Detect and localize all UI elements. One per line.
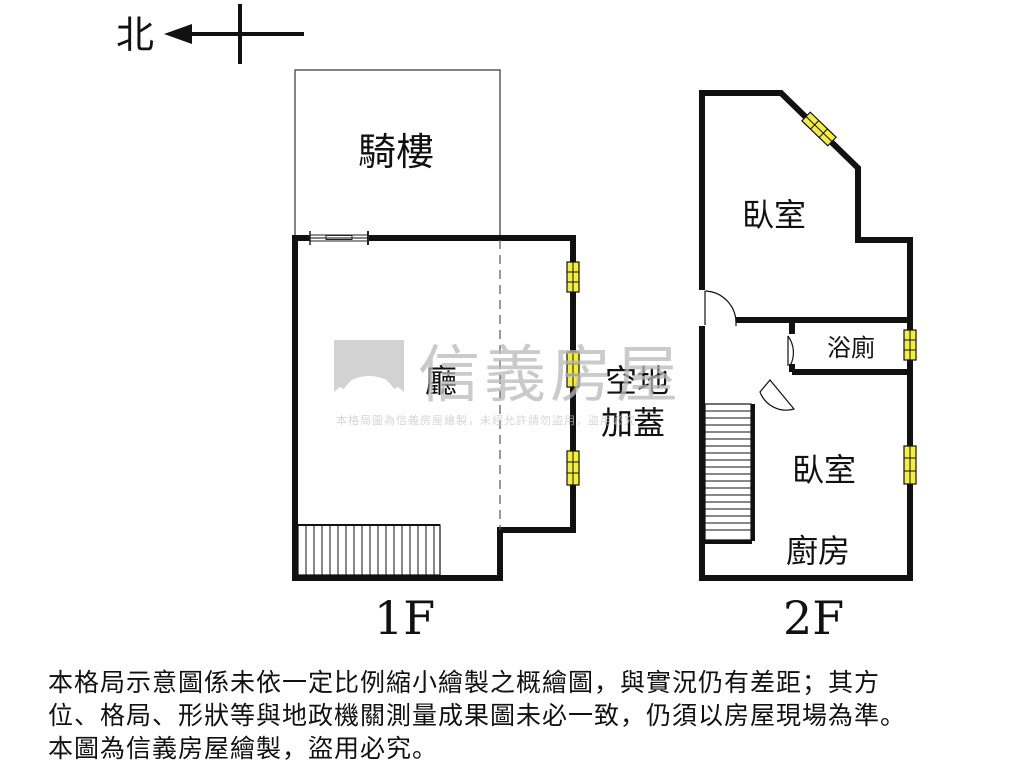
- floor-1f-label: 1F: [374, 591, 435, 645]
- door-2f-entry: [704, 290, 737, 326]
- disclaimer-line-1: 本格局示意圖係未依一定比例縮小繪製之概繪圖，與實況仍有差距；其方: [48, 668, 881, 697]
- door-2f-bathroom: [787, 335, 794, 367]
- floor-2f-label: 2F: [783, 591, 844, 645]
- compass: 北: [116, 4, 304, 64]
- kitchen-label: 廚房: [786, 532, 850, 570]
- disclaimer-line-3: 本圖為信義房屋繪製，盜用必究。: [48, 734, 439, 763]
- living-room-label: 廳: [425, 362, 457, 400]
- watermark-logo: [334, 340, 404, 402]
- window-2f-diagonal: [801, 111, 837, 147]
- floor-2f-walls: [699, 90, 913, 581]
- watermark: 信義房屋 本格局圖為信義房屋繪製，未經允許請勿盜用，盜用必究: [334, 338, 682, 427]
- watermark-notice: 本格局圖為信義房屋繪製，未經允許請勿盜用，盜用必究: [336, 413, 636, 427]
- floor-1f: 騎樓: [292, 69, 669, 645]
- bathroom-label: 浴廁: [827, 334, 875, 362]
- window-1f-bottom: [566, 450, 580, 486]
- arcade-label: 騎樓: [358, 130, 434, 174]
- stairs-1f: [297, 524, 441, 576]
- disclaimer: 本格局示意圖係未依一定比例縮小繪製之概繪圖，與實況仍有差距；其方 位、格局、形狀…: [48, 666, 988, 765]
- floor-2f-interior-walls: [702, 317, 910, 544]
- bedroom-lower-label: 臥室: [792, 451, 856, 489]
- watermark-brand: 信義房屋: [418, 338, 682, 411]
- floor-2f: 臥室 浴廁 臥室 廚房 2F: [699, 90, 917, 645]
- disclaimer-line-2: 位、格局、形狀等與地政機關測量成果圖未必一致，仍須以房屋現場為準。: [48, 701, 907, 730]
- north-label: 北: [116, 13, 154, 57]
- window-2f-bedroom: [903, 445, 917, 485]
- window-2f-bathroom: [903, 329, 917, 361]
- sliding-door: [309, 231, 369, 245]
- addition-label-line2: 加蓋: [601, 404, 665, 442]
- addition-label-line1: 空地: [605, 362, 669, 400]
- north-arrow-head: [164, 24, 192, 44]
- door-2f-bedroom: [759, 379, 796, 411]
- window-1f-top: [566, 261, 580, 293]
- bedroom-upper-label: 臥室: [742, 196, 806, 234]
- stairs-2f: [704, 403, 752, 541]
- window-1f-middle: [566, 351, 580, 388]
